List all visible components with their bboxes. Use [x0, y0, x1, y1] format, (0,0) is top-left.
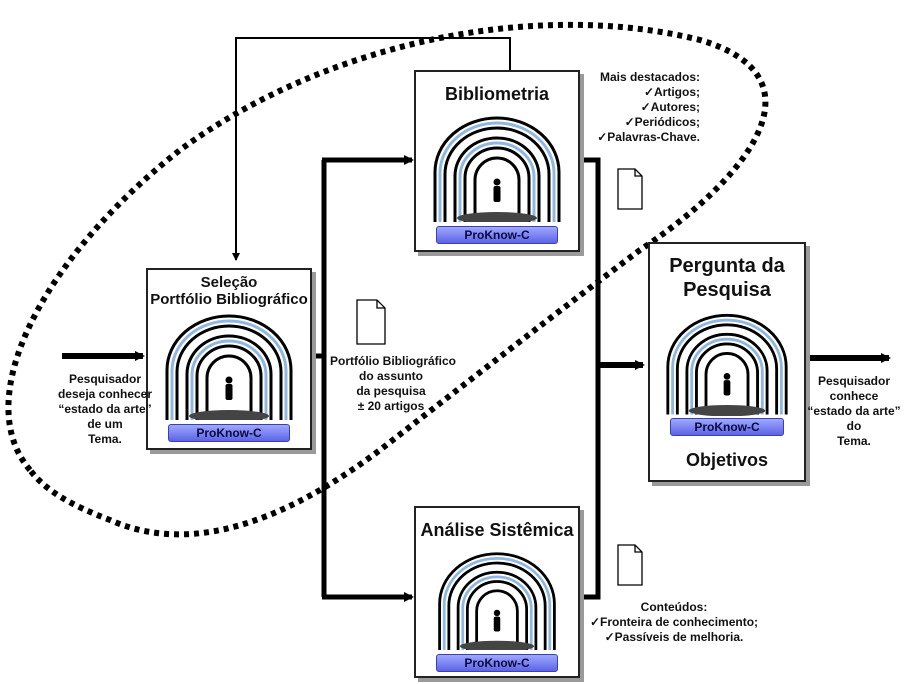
text-line: conhece — [829, 389, 879, 403]
tunnel-icon — [431, 114, 563, 222]
text-line: da pesquisa — [356, 384, 426, 398]
text-line: do assunto — [358, 369, 423, 383]
text-line: ✓Periódicos; — [624, 115, 700, 129]
text-line: Portfólio Bibliográfico — [330, 354, 456, 368]
proknow-c-band: ProKnow-C — [168, 424, 290, 442]
tunnel-icon — [664, 311, 790, 416]
text-line: Pesquisador — [817, 374, 891, 388]
step-title-line: Portfólio Bibliográfico — [150, 291, 308, 308]
text-line: ✓Palavras-Chave. — [597, 130, 700, 144]
text-line: ✓Fronteira de conhecimento; — [589, 615, 759, 629]
step-title-line: Pergunta da — [669, 255, 785, 277]
text-line: do — [846, 419, 862, 433]
step-selecao: Seleção Portfólio Bibliográfico ProKnow-… — [146, 268, 312, 450]
proknow-c-band: ProKnow-C — [436, 226, 558, 244]
text-line: ± 20 artigos — [357, 399, 425, 413]
proknow-c-band: ProKnow-C — [670, 418, 784, 436]
text-line: Pesquisador — [68, 372, 142, 386]
text-line: ✓Passíveis de melhoria. — [604, 630, 744, 644]
step-title: Bibliometria — [444, 84, 550, 104]
text-line: “estado da arte” — [807, 404, 901, 418]
dotted-boundary — [5, 21, 769, 538]
text-line: Tema. — [837, 434, 871, 448]
step-title-line: Seleção — [200, 274, 258, 291]
document-icon — [356, 299, 386, 345]
text-line: ✓Artigos; — [643, 85, 700, 99]
output-description: Pesquisador conhece “estado da arte” do … — [806, 374, 902, 449]
step-bibliometria: Bibliometria ProKnow-C — [414, 70, 580, 252]
step-footer-objetivos: Objetivos — [685, 450, 769, 470]
analise-notes: Conteúdos: ✓Fronteira de conhecimento; ✓… — [582, 600, 766, 645]
input-description: Pesquisador deseja conhecer “estado da a… — [50, 372, 160, 447]
step-pergunta-pesquisa: Pergunta da Pesquisa ProKnow-C Objetivos — [648, 242, 806, 482]
step-title: Pergunta da Pesquisa — [650, 254, 804, 302]
text-line: Mais destacados: — [599, 70, 700, 84]
text-line: de um — [87, 417, 123, 431]
merge-connector-bottom — [580, 365, 601, 600]
tunnel-icon — [435, 550, 559, 650]
text-line: ✓Autores; — [640, 100, 700, 114]
text-line: deseja conhecer — [57, 387, 153, 401]
proknow-c-band: ProKnow-C — [436, 654, 558, 672]
text-line: Tema. — [88, 432, 122, 446]
document-icon — [617, 544, 643, 586]
step-analise-sistemica: Análise Sistêmica ProKnow-C — [414, 506, 580, 678]
feedback-arrow — [232, 37, 511, 261]
tunnel-icon — [163, 312, 295, 420]
bibliometria-notes: Mais destacados: ✓Artigos; ✓Autores; ✓Pe… — [582, 70, 700, 145]
portfolio-description: Portfólio Bibliográfico do assunto da pe… — [330, 354, 456, 414]
merge-connector-top — [580, 157, 601, 365]
step-title-line: Pesquisa — [683, 279, 771, 301]
text-line: “estado da arte” — [58, 402, 152, 416]
document-icon — [617, 168, 643, 210]
step-title: Análise Sistêmica — [420, 520, 574, 540]
text-line: Conteúdos: — [640, 600, 708, 614]
step-title: Seleção Portfólio Bibliográfico — [148, 274, 310, 308]
